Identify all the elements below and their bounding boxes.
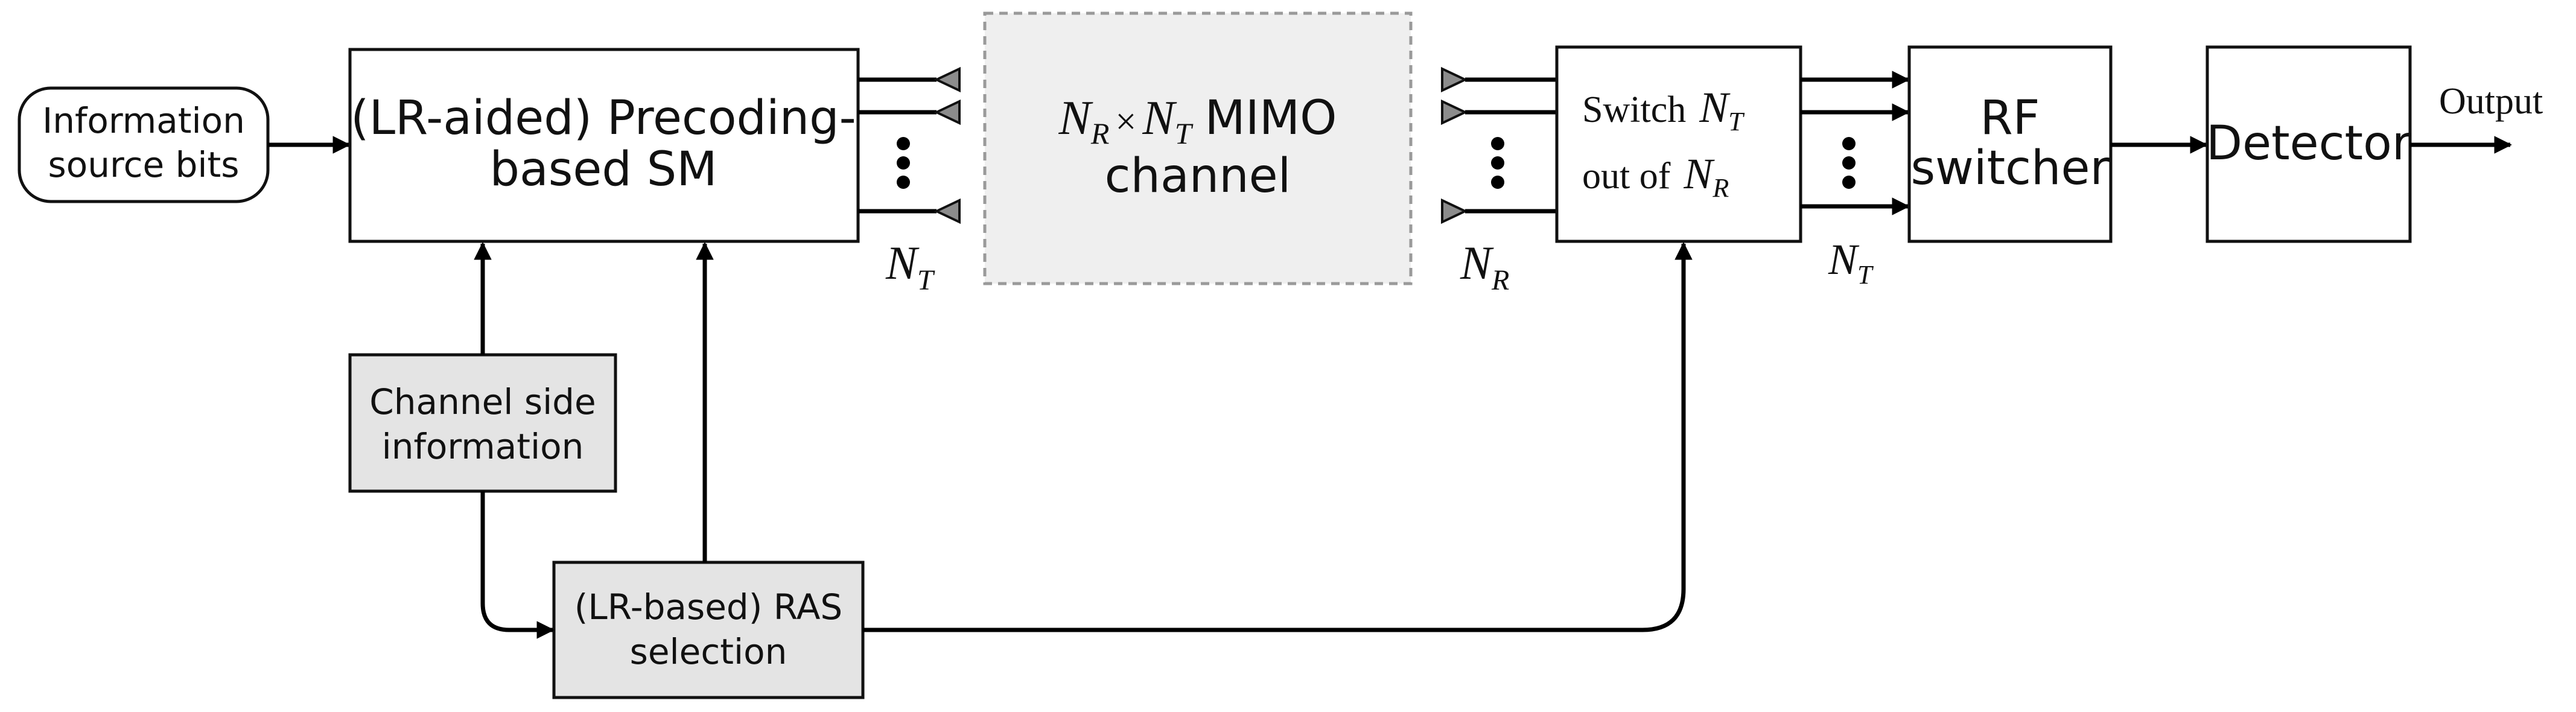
- rx-antenna-n-icon: [1441, 198, 1468, 224]
- detector-block: Detector: [2206, 45, 2412, 243]
- mimo-channel-line2: channel: [1105, 149, 1291, 203]
- channel-side-information-block: Channel side information: [348, 353, 617, 493]
- ras-selection-block: (LR-based) RAS selection: [552, 561, 865, 699]
- receive-antenna-array: [1441, 66, 1557, 224]
- ellipsis-dot: [1842, 156, 1856, 170]
- transmit-antenna-array: [858, 66, 961, 224]
- nr-rx-label: NR: [1460, 237, 1509, 296]
- ras-line2: selection: [630, 631, 787, 672]
- ellipsis-dot: [1842, 176, 1856, 189]
- ellipsis-dot: [1491, 156, 1504, 170]
- arrow-csi-to-ras: [480, 491, 555, 639]
- detector-label: Detector: [2206, 116, 2412, 171]
- nt-tx-label: NT: [885, 237, 935, 296]
- rx-antenna-2-icon: [1441, 99, 1468, 126]
- ellipsis-dot: [897, 156, 910, 170]
- ellipsis-dot: [1491, 176, 1504, 189]
- rf-switcher-block: RF switcher: [1907, 45, 2113, 243]
- arrow-ras-to-switch: [863, 242, 1693, 632]
- information-source-line1: Information: [42, 100, 245, 141]
- rf-switcher-line1: RF: [1980, 91, 2040, 145]
- information-source-line2: source bits: [48, 144, 240, 185]
- tx-antenna-1-icon: [933, 66, 961, 93]
- tx-antenna-2-icon: [933, 99, 961, 126]
- csi-line1: Channel side: [369, 381, 596, 422]
- tx-antenna-n-icon: [933, 198, 961, 224]
- ellipsis-dot: [1842, 137, 1856, 150]
- precoding-sm-line2: based SM: [489, 142, 717, 197]
- precoding-sm-line1: (LR-aided) Precoding-: [351, 91, 856, 145]
- ellipsis-dot: [897, 137, 910, 150]
- output-label: Output: [2439, 81, 2543, 122]
- ellipsis-dot: [897, 176, 910, 189]
- rf-switcher-line2: switcher: [1910, 141, 2110, 195]
- ras-line1: (LR-based) RAS: [574, 586, 842, 628]
- ellipsis-dot: [1491, 137, 1504, 150]
- csi-line2: information: [382, 426, 584, 467]
- rx-antenna-1-icon: [1441, 66, 1468, 93]
- nt-rf-label: NT: [1828, 235, 1874, 290]
- information-source-block: Information source bits: [17, 86, 270, 203]
- precoding-sm-block: (LR-aided) Precoding- based SM: [348, 48, 860, 243]
- switch-to-rf-arrows: [1801, 71, 1910, 215]
